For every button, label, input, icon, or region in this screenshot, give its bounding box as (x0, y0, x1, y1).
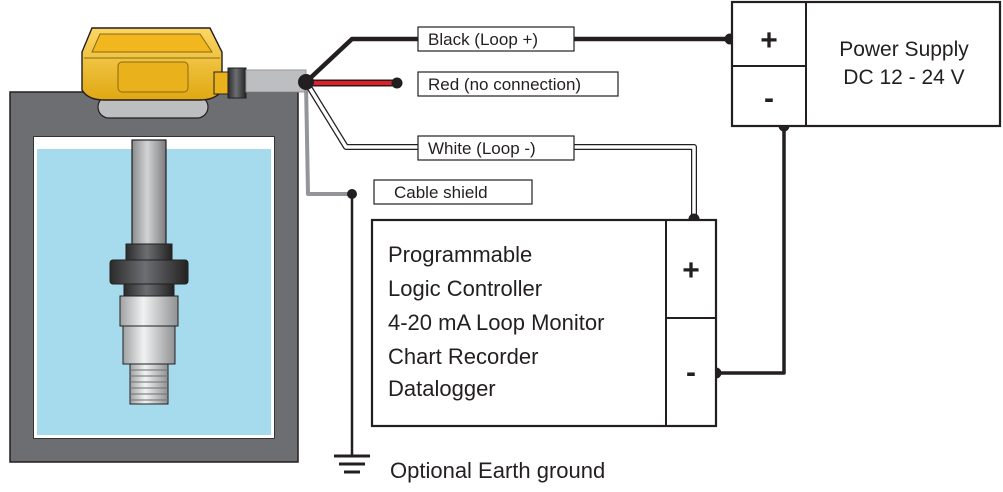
ps-plus-sign: + (760, 24, 778, 57)
black-wire (304, 36, 730, 84)
controller-line-4: Chart Recorder (388, 344, 538, 369)
controller-line-5: Datalogger (388, 376, 496, 401)
controller: + - Programmable Logic Controller 4-20 m… (370, 218, 718, 428)
cable-jacket (245, 69, 307, 93)
power-supply-box (730, 0, 1002, 128)
sensor-ring (123, 283, 175, 297)
red-wire-label: Red (no connection) (428, 75, 581, 94)
minus-loop-wire (716, 124, 786, 375)
wire-labels: Black (Loop +) Red (no connection) White… (373, 26, 619, 205)
cable-gland (227, 67, 247, 99)
black-wire-label: Black (Loop +) (428, 30, 538, 49)
plc-plus-sign: + (682, 254, 700, 287)
sensor-nut (109, 259, 189, 285)
white-wire-label-box (417, 135, 575, 161)
ps-title: Power Supply (839, 38, 969, 61)
sensor-body-lower (122, 325, 176, 365)
white-wire-label: White (Loop -) (428, 139, 536, 158)
sensor-collar (125, 243, 173, 263)
shield-node (347, 189, 357, 199)
red-wire-label-box (417, 71, 619, 97)
cable-gland-base (213, 71, 229, 95)
earth-ground: Optional Earth ground (334, 454, 605, 483)
shield-label-box (373, 179, 533, 205)
sensor-thread (129, 363, 169, 405)
cable-split-node (298, 74, 314, 90)
red-wire-end (391, 77, 403, 89)
black-wire-label-box (417, 26, 575, 52)
sensor-head (81, 27, 307, 119)
ps-voltage: DC 12 - 24 V (843, 66, 964, 89)
ground-label: Optional Earth ground (390, 458, 605, 483)
plc-minus-sign: - (686, 356, 696, 389)
controller-box (370, 218, 718, 428)
controller-line-1: Programmable (388, 242, 532, 267)
controller-line-2: Logic Controller (388, 276, 542, 301)
level-sensor (109, 139, 189, 405)
ps-minus-sign: - (764, 82, 774, 115)
controller-line-3: 4-20 mA Loop Monitor (388, 310, 604, 335)
sensor-stem (131, 139, 167, 251)
shield-label: Cable shield (394, 183, 488, 202)
thread-lines (130, 369, 168, 401)
sensor-body-upper (119, 295, 179, 327)
shield-wire (304, 81, 352, 196)
sensor-cap-top (91, 33, 213, 53)
power-supply: + - Power Supply DC 12 - 24 V (730, 0, 1002, 128)
